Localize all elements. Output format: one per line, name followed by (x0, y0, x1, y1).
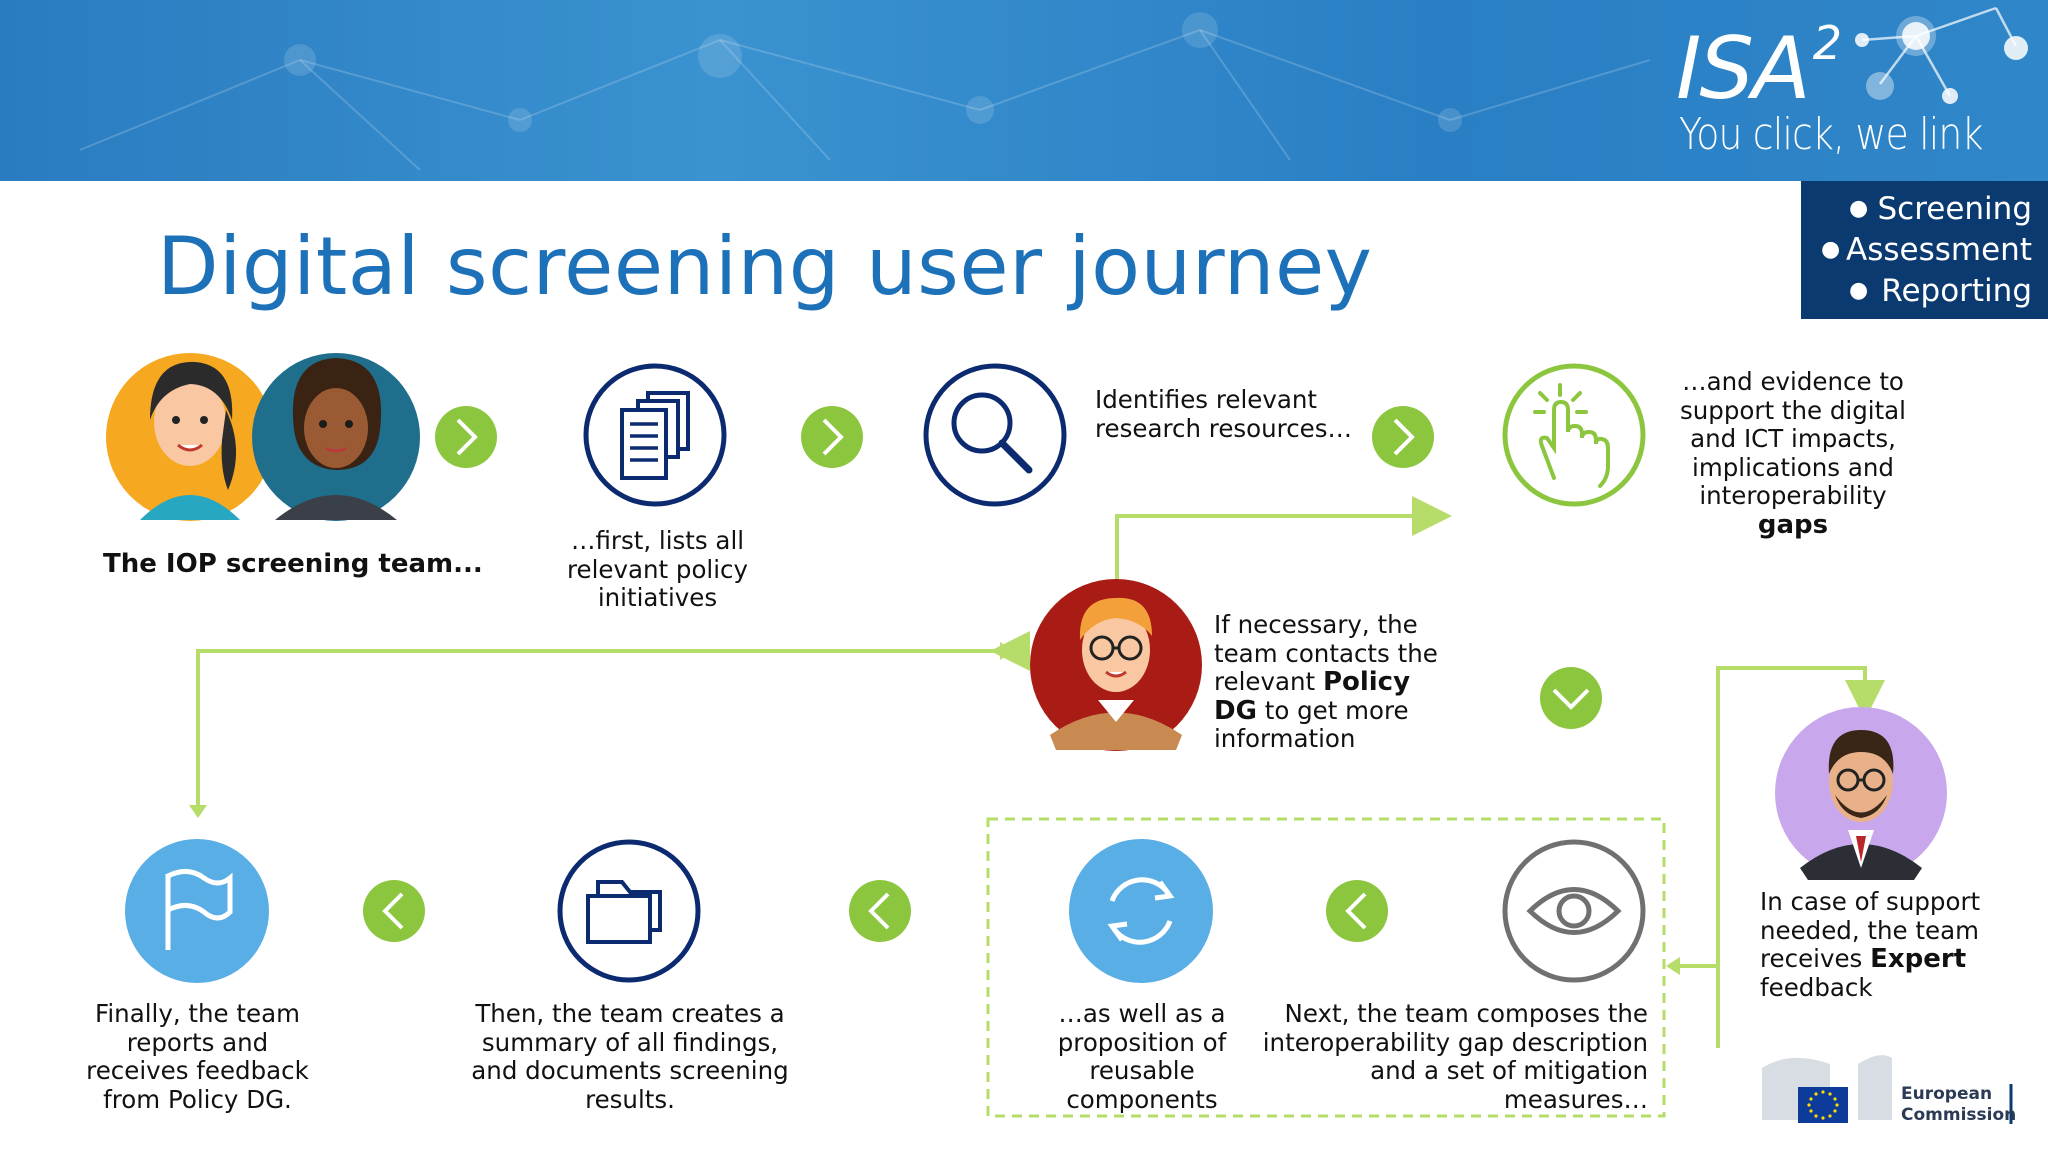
lists-label-line: …first, lists all (570, 526, 745, 555)
reusable-label-line: proposition of (1057, 1027, 1227, 1057)
expert-label-line: feedback (1760, 972, 1873, 1002)
logo-text: ISA (1676, 19, 1811, 119)
evidence-label-line: implications and (1692, 452, 1894, 482)
chevron-right-icon (1372, 406, 1434, 468)
evidence-label-line: …and evidence to (1682, 367, 1904, 396)
logo-superscript: 2 (1812, 16, 1842, 70)
european-commission-logo (1762, 1055, 2013, 1124)
summary-label-line: and documents screening (471, 1056, 789, 1085)
contacts-label-line: team contacts the (1214, 638, 1438, 668)
refresh-icon (1069, 839, 1213, 983)
reusable-label-line: …as well as a (1058, 999, 1226, 1028)
evidence-label-line: and ICT impacts, (1690, 424, 1896, 453)
team-label: The IOP screening team... (103, 549, 483, 579)
evidence-label: …and evidence to support the digital and… (1668, 367, 1918, 540)
finally-label-line: Finally, the team (95, 999, 300, 1028)
finally-label-line: from Policy DG. (103, 1084, 292, 1114)
header-banner: ISA2 You click, we link (0, 0, 2048, 181)
summary-label-line: results. (585, 1084, 675, 1114)
expert-avatar (1775, 707, 1947, 880)
reusable-label-line: reusable (1089, 1056, 1195, 1085)
identifies-label: Identifies relevant research resources… (1095, 385, 1353, 443)
menu-item-screening[interactable]: Screening (1877, 191, 2032, 227)
contacts-label-line: If necessary, the (1214, 610, 1418, 639)
ec-logo-line: European (1901, 1084, 1993, 1104)
chevron-left-icon (363, 880, 425, 942)
chevron-right-icon (801, 406, 863, 468)
menu-item-reporting[interactable]: Reporting (1881, 273, 2032, 309)
document-stack-icon (583, 363, 727, 507)
expert-label-line: In case of support (1760, 887, 1981, 916)
reusable-label-line: components (1066, 1084, 1218, 1114)
lists-label: …first, lists all relevant policy initia… (540, 526, 775, 613)
contacts-label-line: DG to get more (1214, 695, 1438, 726)
chevron-left-icon (1326, 880, 1388, 942)
finally-label-line: receives feedback (86, 1056, 309, 1085)
contacts-label-line: relevant Policy (1214, 667, 1438, 697)
expert-text: receives (1760, 944, 1871, 973)
ec-logo-text: European Commission (1901, 1084, 2016, 1126)
summary-label: Then, the team creates a summary of all … (465, 999, 795, 1114)
identifies-label-line: research resources… (1095, 413, 1353, 443)
finally-label: Finally, the team reports and receives f… (70, 999, 325, 1114)
evidence-label-line: support the digital (1680, 395, 1906, 425)
contacts-label: If necessary, the team contacts the rele… (1214, 610, 1438, 754)
expert-label: In case of support needed, the team rece… (1760, 887, 1981, 1002)
bullet-icon: ● (1821, 237, 1841, 262)
composes-label-line: interoperability gap description (1262, 1027, 1648, 1057)
eye-icon (1502, 839, 1646, 983)
contacts-bold-text: DG (1214, 695, 1257, 726)
chevron-down-icon (1540, 667, 1602, 729)
ec-logo-line: Commission (1901, 1105, 2017, 1125)
expert-label-line: needed, the team (1760, 915, 1979, 945)
flag-icon (125, 839, 269, 983)
finally-label-line: reports and (126, 1027, 269, 1057)
contacts-text: to get more (1256, 695, 1409, 725)
evidence-label-line: gaps (1757, 509, 1829, 540)
isa2-logo: ISA2 (1676, 20, 1842, 112)
expert-label-line: receives Expert (1760, 944, 1980, 974)
composes-label-line: and a set of mitigation (1370, 1056, 1648, 1085)
network-decoration (79, 6, 2028, 171)
magnifier-icon (923, 363, 1067, 507)
tap-hand-icon (1502, 363, 1646, 507)
summary-label-line: summary of all findings, (481, 1027, 779, 1057)
dashed-group-box (986, 817, 1666, 1118)
composes-label-line: Next, the team composes the (1284, 999, 1648, 1028)
reusable-label: …as well as a proposition of reusable co… (1030, 999, 1254, 1114)
composes-label: Next, the team composes the interoperabi… (1260, 999, 1648, 1114)
composes-label-line: measures… (1503, 1084, 1648, 1114)
team-woman-avatar-1 (106, 353, 274, 521)
chevron-left-icon (849, 880, 911, 942)
page-title: Digital screening user journey (157, 220, 1373, 313)
contacts-bold-text: Policy (1322, 667, 1411, 697)
bullet-icon: ● (1849, 196, 1869, 221)
lists-label-line: relevant policy (566, 554, 749, 584)
expert-bold-text: Expert (1870, 944, 1967, 974)
logo-tagline: You click, we link (1679, 109, 1983, 160)
contacts-label-line: information (1214, 724, 1356, 753)
chevron-right-icon (435, 406, 497, 468)
bullet-icon: ● (1849, 278, 1869, 303)
policy-dg-avatar (1030, 579, 1202, 751)
team-woman-avatar-2 (252, 353, 420, 521)
identifies-label-line: Identifies relevant (1095, 385, 1317, 414)
folder-icon (557, 839, 701, 983)
summary-label-line: Then, the team creates a (475, 999, 785, 1028)
section-menu: ● Screening ● Assessment ● Reporting (1801, 181, 2048, 319)
contacts-text: relevant (1214, 667, 1323, 696)
evidence-label-line: interoperability (1699, 481, 1887, 510)
lists-label-line: initiatives (597, 583, 718, 612)
menu-item-assessment[interactable]: Assessment (1846, 232, 2032, 268)
